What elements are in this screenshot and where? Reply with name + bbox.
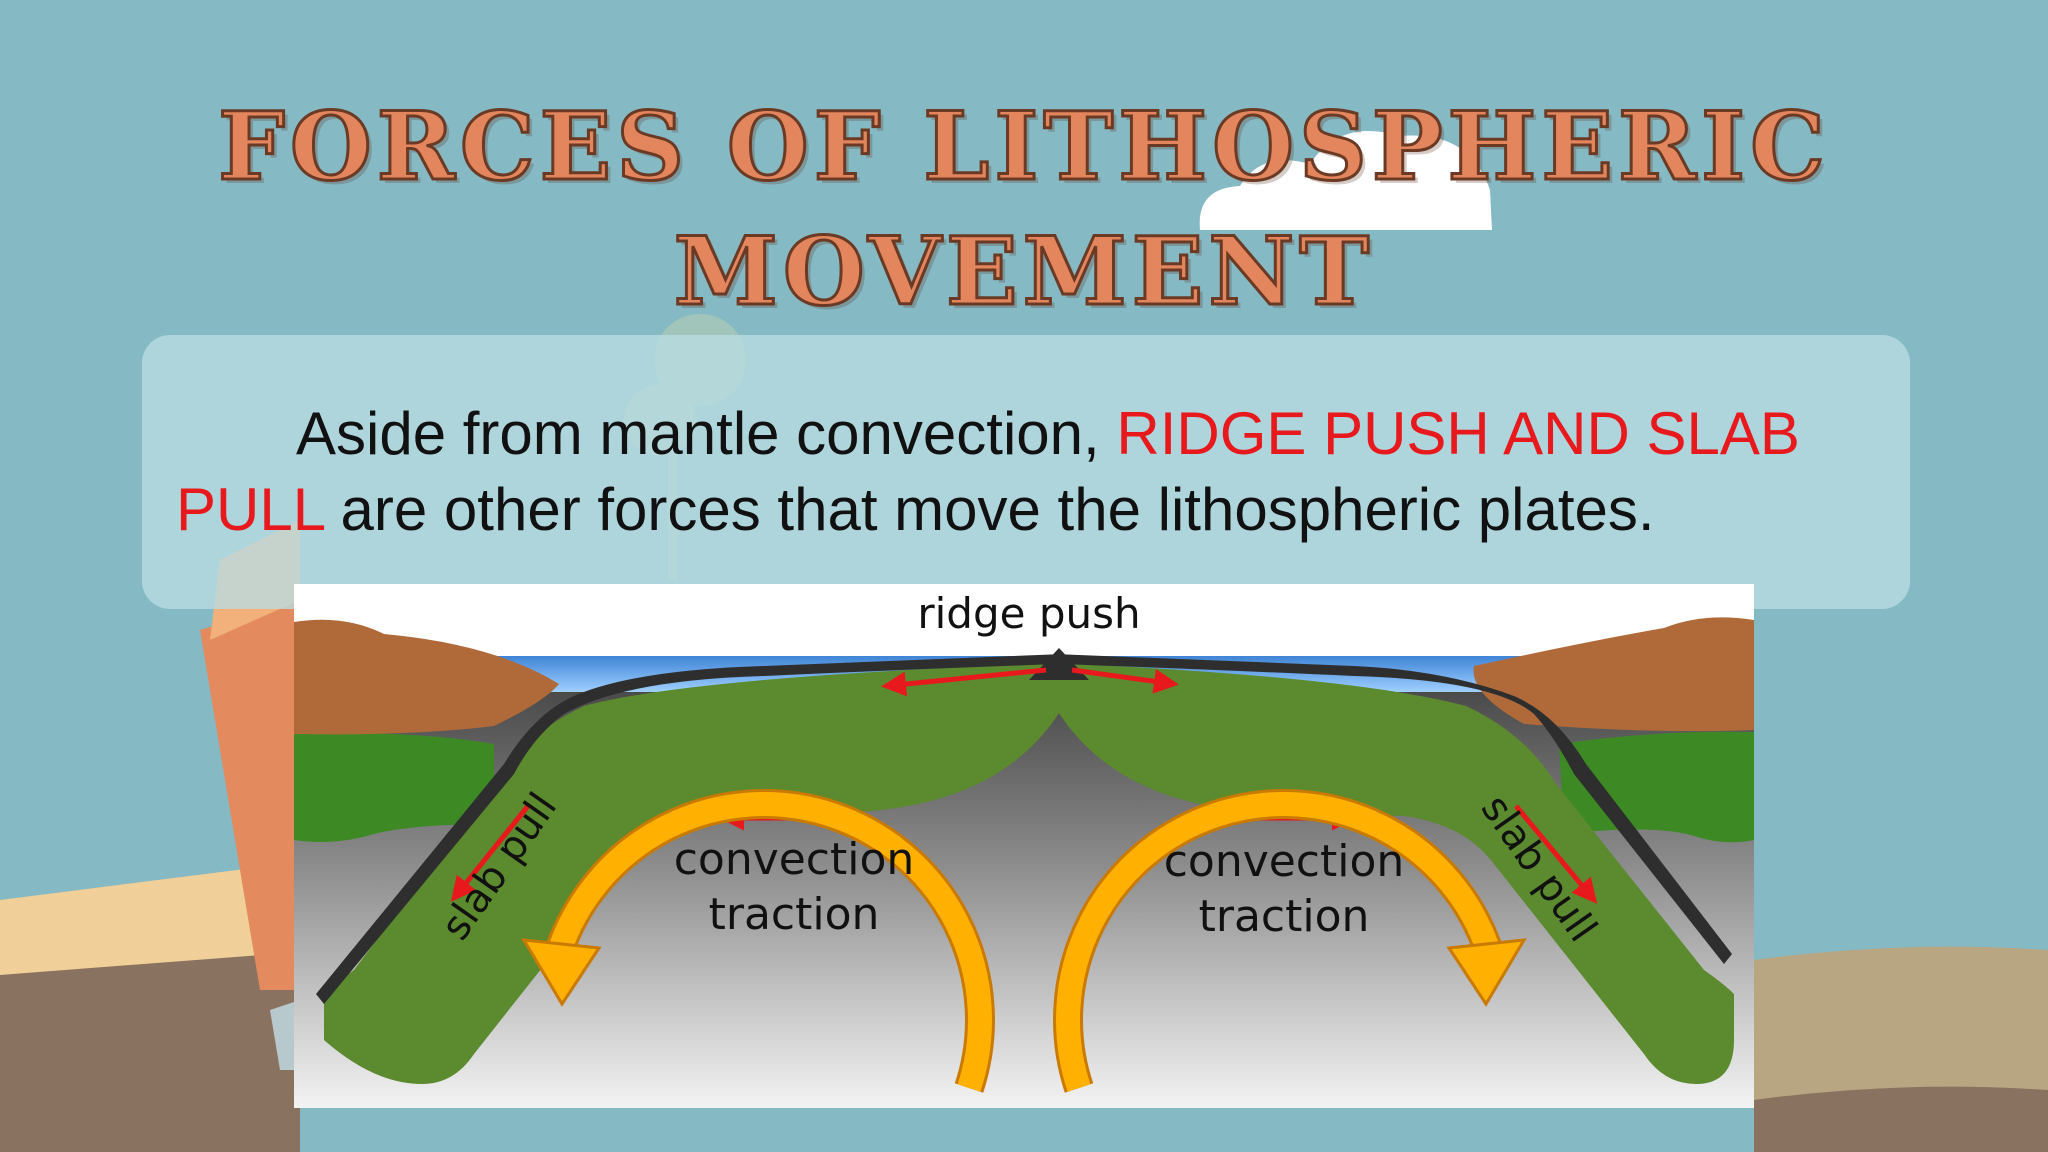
left-oceanic-crust bbox=[316, 654, 1064, 1004]
slide-title-line-1: FORCES OF LITHOSPHERIC bbox=[217, 91, 1830, 204]
right-oceanic-plate bbox=[1034, 662, 1734, 1084]
body-paragraph: Aside from mantle convection, RIDGE PUSH… bbox=[176, 396, 1896, 548]
slab-pull-arrow-right bbox=[1514, 804, 1598, 904]
convection-label-right-line-2: traction bbox=[1199, 891, 1370, 942]
body-text-part-2: are other forces that move the lithosphe… bbox=[323, 476, 1655, 543]
cloud-shape bbox=[1199, 130, 1492, 230]
ridge-push-label: ridge push bbox=[917, 589, 1140, 638]
right-continent bbox=[1473, 617, 1754, 732]
body-text-part-1: Aside from mantle convection, bbox=[296, 400, 1117, 467]
convection-cell-left-arrow bbox=[521, 789, 995, 1093]
slab-pull-arrow-left bbox=[450, 804, 530, 902]
slide-title-line-2: MOVEMENT bbox=[672, 216, 1375, 329]
text-panel bbox=[142, 335, 1910, 609]
convection-cell-right-arrow bbox=[1053, 789, 1527, 1093]
body-highlight: RIDGE PUSH AND SLAB PULL bbox=[176, 400, 1800, 543]
convection-label-left-line-1: convection bbox=[674, 834, 915, 885]
convection-label-right-line-1: convection bbox=[1164, 836, 1405, 887]
ridge-push-arrow-left bbox=[881, 667, 1047, 697]
left-continent-lithosphere bbox=[294, 733, 494, 842]
convection-label-left-line-2: traction bbox=[709, 889, 880, 940]
plate-forces-diagram: ridge push convection traction convectio… bbox=[294, 584, 1754, 1108]
ridge-push-arrow-right bbox=[1071, 667, 1179, 694]
left-continent bbox=[294, 619, 559, 735]
